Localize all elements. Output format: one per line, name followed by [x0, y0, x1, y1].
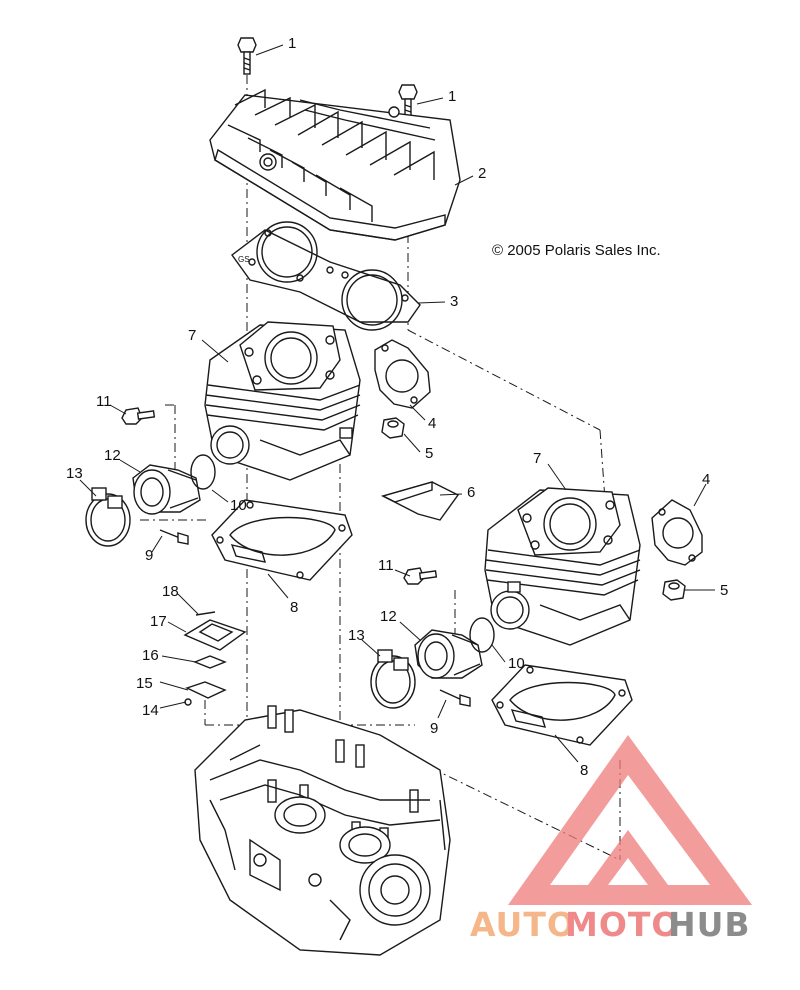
bolt-11-left: [121, 407, 156, 425]
o-ring-right: [469, 617, 495, 653]
clamp-left: [85, 487, 131, 547]
callout-16: 16: [142, 647, 159, 664]
brand-auto: AUTO: [470, 905, 576, 944]
cylinder-head: [209, 88, 461, 241]
nut-right: [662, 579, 686, 601]
o-ring-left: [190, 454, 216, 490]
callout-4: 4: [428, 415, 436, 432]
watermark-text: AUTO MOTO HUB: [470, 905, 751, 944]
callout-15: 15: [136, 675, 153, 692]
intake-boot-left: [132, 464, 201, 515]
callout-14: 14: [142, 702, 159, 719]
callout-7: 7: [188, 327, 196, 344]
base-gasket-right: [491, 664, 633, 746]
bolt-11-right: [403, 567, 438, 585]
callout-7: 7: [533, 450, 541, 467]
cooling-fins: [227, 88, 436, 222]
callout-6: 6: [467, 484, 475, 501]
callout-13: 13: [348, 627, 365, 644]
leader-lines: [79, 44, 715, 763]
callout-9: 9: [145, 547, 153, 564]
nut-left: [381, 417, 405, 439]
copyright-text: © 2005 Polaris Sales Inc.: [492, 242, 661, 259]
logo-triangle-mark: [508, 735, 752, 905]
watermark-logo: [508, 735, 752, 905]
callout-8: 8: [580, 762, 588, 779]
callout-10: 10: [230, 497, 247, 514]
brand-moto: MOTO: [565, 905, 680, 944]
callout-12: 12: [380, 608, 397, 625]
cylinder-right: [484, 487, 641, 646]
callout-8: 8: [290, 599, 298, 616]
exhaust-gasket-left: [374, 339, 431, 409]
head-bolt-left: [237, 37, 257, 75]
bolt-9-right: [439, 689, 471, 707]
bolt-9-left: [159, 529, 189, 545]
callout-13: 13: [66, 465, 83, 482]
intake-boot-right: [414, 629, 483, 679]
callout-9: 9: [430, 720, 438, 737]
callout-1: 1: [288, 35, 296, 52]
callout-4: 4: [702, 471, 710, 488]
crankcase: [194, 705, 451, 956]
base-gasket-left: [211, 499, 353, 581]
callout-5: 5: [720, 582, 728, 599]
cylinder-left: [204, 321, 361, 481]
callout-12: 12: [104, 447, 121, 464]
callout-11: 11: [378, 557, 394, 574]
callout-numbers: 1 1 2 3 4 4 5 5 6 7 7 8 8 9 9 10 10 11 1…: [66, 35, 728, 779]
head-gasket: GS: [231, 221, 421, 331]
callout-11: 11: [96, 393, 112, 410]
callout-3: 3: [450, 293, 458, 310]
svg-text:GS: GS: [238, 255, 250, 264]
brand-hub: HUB: [668, 905, 751, 944]
clamp-right: [370, 649, 416, 709]
callout-17: 17: [150, 613, 167, 630]
callout-1: 1: [448, 88, 456, 105]
callout-10: 10: [508, 655, 525, 672]
callout-2: 2: [478, 165, 486, 182]
callout-5: 5: [425, 445, 433, 462]
head-bolt-right: [398, 84, 418, 122]
spacer-block: [381, 481, 460, 521]
exhaust-gasket-right: [651, 499, 703, 566]
callout-18: 18: [162, 583, 179, 600]
reed-valve-assembly: [183, 611, 247, 706]
